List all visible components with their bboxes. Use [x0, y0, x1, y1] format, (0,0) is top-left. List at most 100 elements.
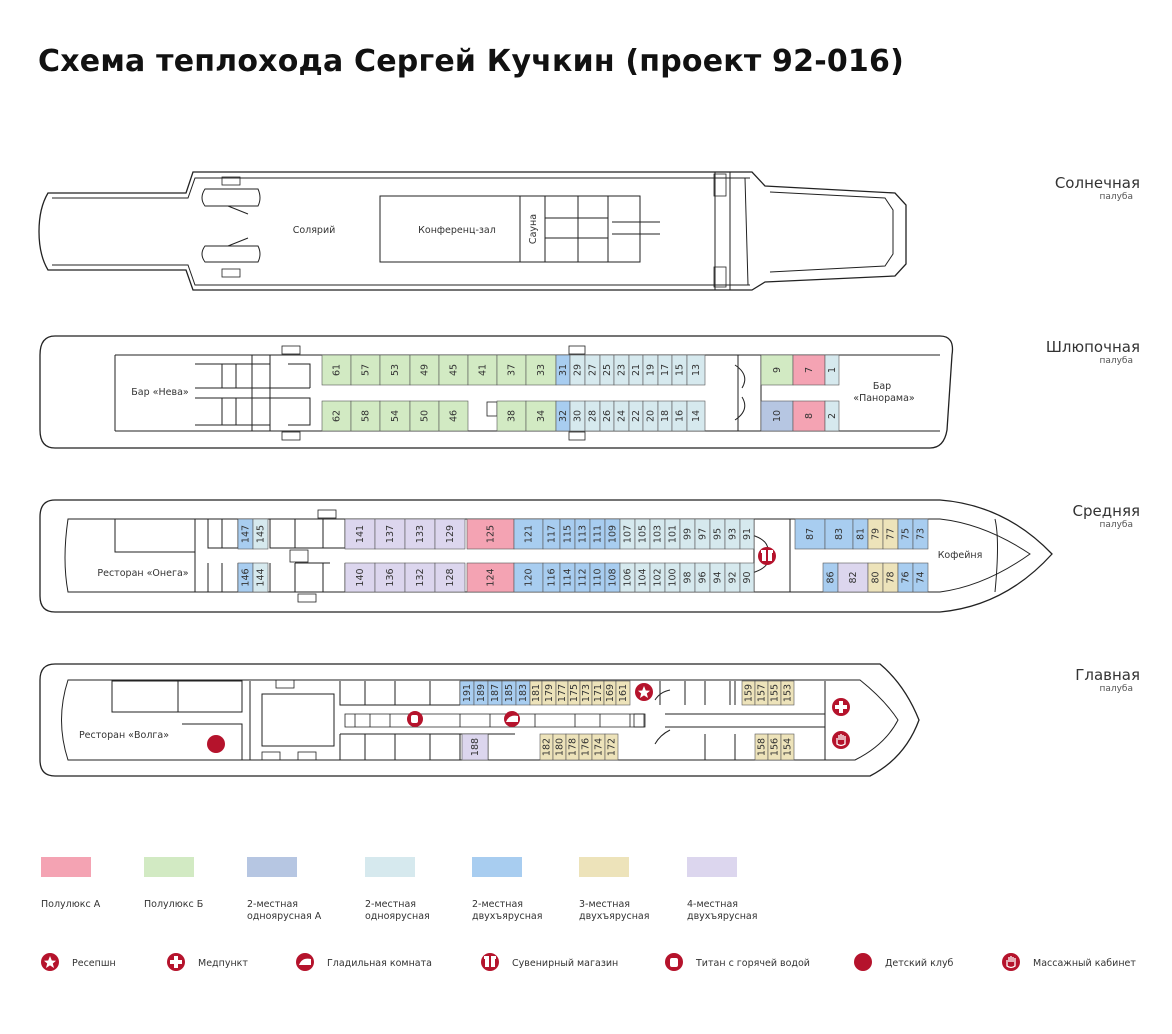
- cabin-25[interactable]: 25: [599, 354, 615, 386]
- cabin-146[interactable]: 146: [237, 562, 254, 593]
- cabin-102[interactable]: 102: [649, 562, 666, 593]
- cabin-16[interactable]: 16: [671, 400, 688, 432]
- cabin-173[interactable]: 173: [579, 680, 593, 706]
- cabin-172[interactable]: 172: [604, 733, 619, 761]
- cabin-91[interactable]: 91: [739, 518, 755, 550]
- cabin-188[interactable]: 188: [461, 733, 489, 761]
- cabin-33[interactable]: 33: [525, 354, 557, 386]
- cabin-29[interactable]: 29: [569, 354, 586, 386]
- cabin-161[interactable]: 161: [615, 680, 631, 706]
- cabin-54[interactable]: 54: [379, 400, 411, 432]
- cabin-106[interactable]: 106: [619, 562, 636, 593]
- cabin-140[interactable]: 140: [344, 562, 376, 593]
- cabin-19[interactable]: 19: [642, 354, 659, 386]
- cabin-144[interactable]: 144: [252, 562, 269, 593]
- cabin-83[interactable]: 83: [824, 518, 854, 550]
- cabin-108[interactable]: 108: [604, 562, 621, 593]
- cabin-175[interactable]: 175: [567, 680, 581, 706]
- cabin-105[interactable]: 105: [634, 518, 651, 550]
- cabin-9[interactable]: 9: [760, 354, 794, 386]
- cabin-100[interactable]: 100: [664, 562, 681, 593]
- cabin-92[interactable]: 92: [724, 562, 741, 593]
- cabin-8[interactable]: 8: [792, 400, 826, 432]
- cabin-191[interactable]: 191: [459, 680, 475, 706]
- cabin-132[interactable]: 132: [404, 562, 436, 593]
- cabin-37[interactable]: 37: [496, 354, 527, 386]
- cabin-124[interactable]: 124: [466, 562, 515, 593]
- cabin-103[interactable]: 103: [649, 518, 666, 550]
- cabin-137[interactable]: 137: [374, 518, 406, 550]
- cabin-159[interactable]: 159: [741, 680, 756, 706]
- cabin-31[interactable]: 31: [555, 354, 571, 386]
- cabin-104[interactable]: 104: [634, 562, 651, 593]
- cabin-24[interactable]: 24: [613, 400, 630, 432]
- cabin-111[interactable]: 111: [589, 518, 606, 550]
- cabin-101[interactable]: 101: [664, 518, 681, 550]
- cabin-189[interactable]: 189: [473, 680, 489, 706]
- cabin-86[interactable]: 86: [822, 562, 839, 593]
- cabin-26[interactable]: 26: [599, 400, 615, 432]
- cabin-155[interactable]: 155: [767, 680, 782, 706]
- cabin-141[interactable]: 141: [344, 518, 376, 550]
- cabin-133[interactable]: 133: [404, 518, 436, 550]
- cabin-107[interactable]: 107: [619, 518, 636, 550]
- cabin-179[interactable]: 179: [541, 680, 557, 706]
- cabin-94[interactable]: 94: [709, 562, 726, 593]
- cabin-30[interactable]: 30: [569, 400, 586, 432]
- cabin-57[interactable]: 57: [350, 354, 381, 386]
- cabin-78[interactable]: 78: [882, 562, 899, 593]
- cabin-169[interactable]: 169: [603, 680, 617, 706]
- cabin-75[interactable]: 75: [897, 518, 914, 550]
- cabin-129[interactable]: 129: [434, 518, 466, 550]
- cabin-174[interactable]: 174: [591, 733, 606, 761]
- cabin-10[interactable]: 10: [760, 400, 794, 432]
- cabin-120[interactable]: 120: [513, 562, 544, 593]
- cabin-45[interactable]: 45: [438, 354, 469, 386]
- cabin-153[interactable]: 153: [780, 680, 795, 706]
- cabin-117[interactable]: 117: [542, 518, 561, 550]
- cabin-96[interactable]: 96: [694, 562, 711, 593]
- cabin-80[interactable]: 80: [867, 562, 884, 593]
- cabin-181[interactable]: 181: [529, 680, 543, 706]
- cabin-177[interactable]: 177: [555, 680, 569, 706]
- cabin-112[interactable]: 112: [574, 562, 591, 593]
- cabin-171[interactable]: 171: [591, 680, 605, 706]
- cabin-77[interactable]: 77: [882, 518, 899, 550]
- cabin-87[interactable]: 87: [794, 518, 826, 550]
- cabin-183[interactable]: 183: [515, 680, 531, 706]
- cabin-74[interactable]: 74: [912, 562, 929, 593]
- cabin-93[interactable]: 93: [724, 518, 741, 550]
- cabin-62[interactable]: 62: [321, 400, 352, 432]
- cabin-125[interactable]: 125: [466, 518, 515, 550]
- cabin-23[interactable]: 23: [613, 354, 630, 386]
- cabin-90[interactable]: 90: [739, 562, 755, 593]
- cabin-13[interactable]: 13: [686, 354, 706, 386]
- cabin-53[interactable]: 53: [379, 354, 411, 386]
- cabin-76[interactable]: 76: [897, 562, 914, 593]
- cabin-178[interactable]: 178: [565, 733, 580, 761]
- cabin-34[interactable]: 34: [525, 400, 557, 432]
- cabin-15[interactable]: 15: [671, 354, 688, 386]
- cabin-99[interactable]: 99: [679, 518, 696, 550]
- cabin-2[interactable]: 2: [824, 400, 840, 432]
- cabin-7[interactable]: 7: [792, 354, 826, 386]
- cabin-58[interactable]: 58: [350, 400, 381, 432]
- cabin-187[interactable]: 187: [487, 680, 503, 706]
- cabin-27[interactable]: 27: [584, 354, 601, 386]
- cabin-156[interactable]: 156: [767, 733, 782, 761]
- cabin-157[interactable]: 157: [754, 680, 769, 706]
- cabin-110[interactable]: 110: [589, 562, 606, 593]
- cabin-121[interactable]: 121: [513, 518, 544, 550]
- cabin-128[interactable]: 128: [434, 562, 466, 593]
- cabin-98[interactable]: 98: [679, 562, 696, 593]
- cabin-50[interactable]: 50: [409, 400, 440, 432]
- cabin-185[interactable]: 185: [501, 680, 517, 706]
- cabin-41[interactable]: 41: [467, 354, 498, 386]
- cabin-176[interactable]: 176: [578, 733, 593, 761]
- cabin-115[interactable]: 115: [559, 518, 576, 550]
- cabin-158[interactable]: 158: [754, 733, 769, 761]
- cabin-73[interactable]: 73: [912, 518, 929, 550]
- cabin-38[interactable]: 38: [496, 400, 527, 432]
- cabin-82[interactable]: 82: [837, 562, 869, 593]
- cabin-22[interactable]: 22: [628, 400, 644, 432]
